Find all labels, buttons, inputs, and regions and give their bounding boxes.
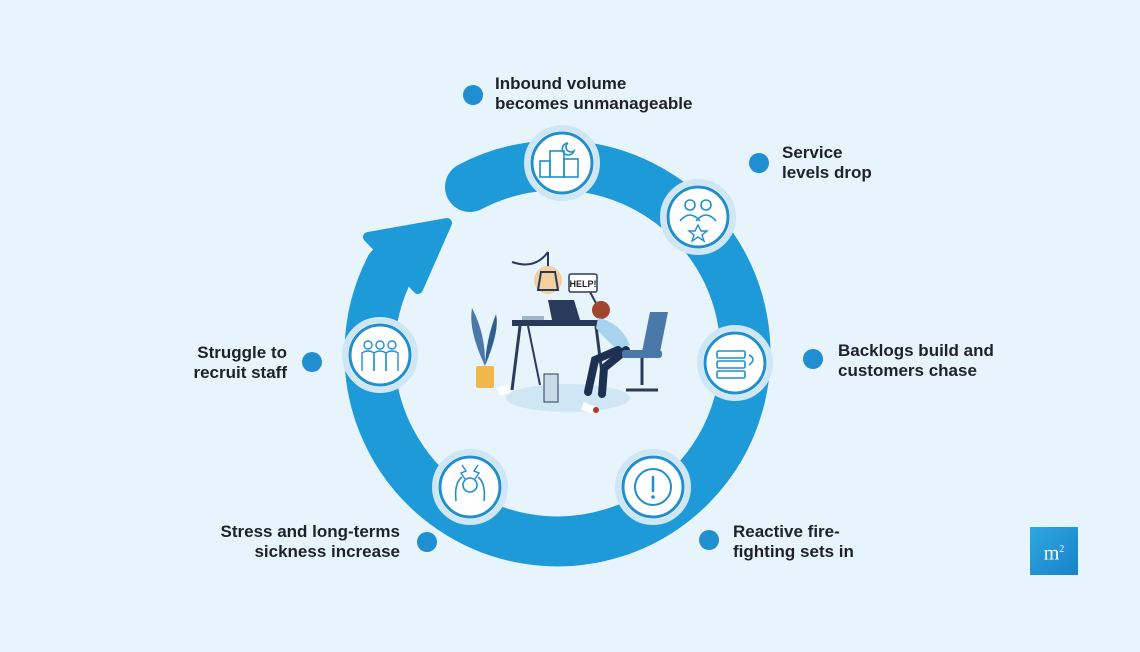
stressed-person-icon	[454, 464, 486, 502]
step-dot-service	[749, 153, 769, 173]
step-node-inbound	[524, 125, 600, 201]
stressed-worker-illustration: HELP!	[471, 251, 668, 414]
brand-logo: m2	[1030, 527, 1078, 575]
step-node-recruit	[342, 317, 418, 393]
team-icon	[361, 340, 399, 371]
step-label-firefighting: Reactive fire-fighting sets in	[733, 522, 854, 561]
step-node-stress	[432, 449, 508, 525]
city-night-icon	[539, 142, 579, 178]
agents-rating-icon	[679, 199, 717, 243]
warning-icon	[634, 468, 672, 506]
help-sign-text: HELP!	[570, 279, 597, 289]
step-dot-firefighting	[699, 530, 719, 550]
step-dot-stress	[417, 532, 437, 552]
queue-list-icon	[716, 350, 754, 379]
step-dot-inbound	[463, 85, 483, 105]
cycle-ring	[344, 140, 771, 567]
step-node-firefighting	[615, 449, 691, 525]
step-node-backlogs	[697, 325, 773, 401]
step-dot-backlogs	[803, 349, 823, 369]
step-node-service	[660, 179, 736, 255]
cycle-arrowhead	[363, 218, 452, 294]
step-dot-recruit	[302, 352, 322, 372]
